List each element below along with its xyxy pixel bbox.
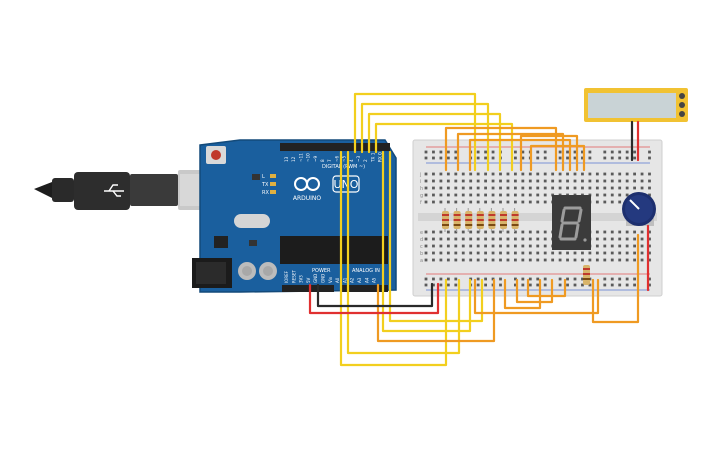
power-pin-label: 3V3 <box>299 275 304 283</box>
resistor <box>500 208 507 232</box>
tx-label: TX <box>261 182 269 188</box>
arduino-uno-board[interactable]: UNO ARDUINO DIGITAL (PWM ~) POWER ANALOG… <box>192 139 397 293</box>
digital-pin-label: 12 <box>291 156 296 162</box>
breadboard-holes <box>424 150 651 287</box>
digital-pin-label: 2 <box>363 159 368 162</box>
power-pin-label: RESET <box>291 270 296 283</box>
analog-label: ANALOG IN <box>352 268 380 274</box>
digital-pin-label: TX 1 <box>370 152 375 163</box>
digital-pin-label: ~9 <box>313 155 318 162</box>
power-label: POWER <box>312 268 331 274</box>
usb-cable-icon <box>34 170 226 210</box>
wires <box>308 92 650 367</box>
microcontroller-chip <box>280 236 388 264</box>
resistor <box>453 208 461 232</box>
power-pin-label: IOREF <box>284 270 289 283</box>
resistor <box>511 208 519 232</box>
digital-header <box>280 143 390 151</box>
resistor <box>488 208 496 232</box>
resistor-array <box>442 208 519 232</box>
digital-pin-label: 4 <box>349 159 354 162</box>
power-pin-label: A2 <box>350 277 355 283</box>
potentiometer-knob-icon[interactable] <box>622 192 656 226</box>
digital-pin-label: RX 0 <box>378 152 383 162</box>
power-pin-label: A0 <box>335 277 340 283</box>
digital-label: DIGITAL (PWM ~) <box>322 164 365 170</box>
resistor-display <box>583 265 590 285</box>
digital-pin-label: ~10 <box>306 153 311 162</box>
digital-pin-label: 13 <box>284 156 289 162</box>
row-letter: b <box>420 251 423 257</box>
power-pin-label: A3 <box>357 277 362 283</box>
row-letter: g <box>420 193 423 199</box>
l-label: L <box>262 174 265 180</box>
power-pin-label: A1 <box>342 277 347 283</box>
seven-segment-display-icon <box>552 195 591 250</box>
row-letter: c <box>420 244 423 250</box>
digital-pin-label: ~6 <box>334 155 339 162</box>
power-pin-label: GND <box>313 274 318 283</box>
arduino-logo-icon <box>294 177 320 191</box>
rx-label: RX <box>262 190 269 196</box>
row-letter: f <box>420 200 422 206</box>
board-model-label: UNO <box>334 178 359 191</box>
row-letter: j <box>419 172 421 178</box>
digital-pin-label: ~5 <box>342 155 347 162</box>
digital-pin-label: 7 <box>327 159 332 162</box>
digital-pin-label: ~11 <box>298 153 303 162</box>
power-header <box>282 285 334 292</box>
resistor <box>476 208 484 232</box>
power-pin-label: GND <box>321 274 326 283</box>
row-letter: d <box>420 237 423 243</box>
row-letter: h <box>420 186 423 192</box>
row-letter: i <box>420 179 421 185</box>
resistor <box>442 208 449 232</box>
row-letter: a <box>420 258 423 264</box>
row-letter: e <box>420 230 423 236</box>
lcd-display <box>584 88 688 122</box>
power-pin-label: A5 <box>372 277 377 283</box>
power-pin-label: 5V <box>306 277 311 283</box>
power-pin-label: Vin <box>328 276 333 283</box>
power-pin-label: A4 <box>364 277 369 283</box>
analog-header <box>340 285 388 292</box>
digital-pin-label: ~3 <box>356 155 361 162</box>
digital-pin-label: 8 <box>320 159 325 162</box>
board-logo-text: ARDUINO <box>293 195 322 202</box>
resistor <box>465 208 473 232</box>
